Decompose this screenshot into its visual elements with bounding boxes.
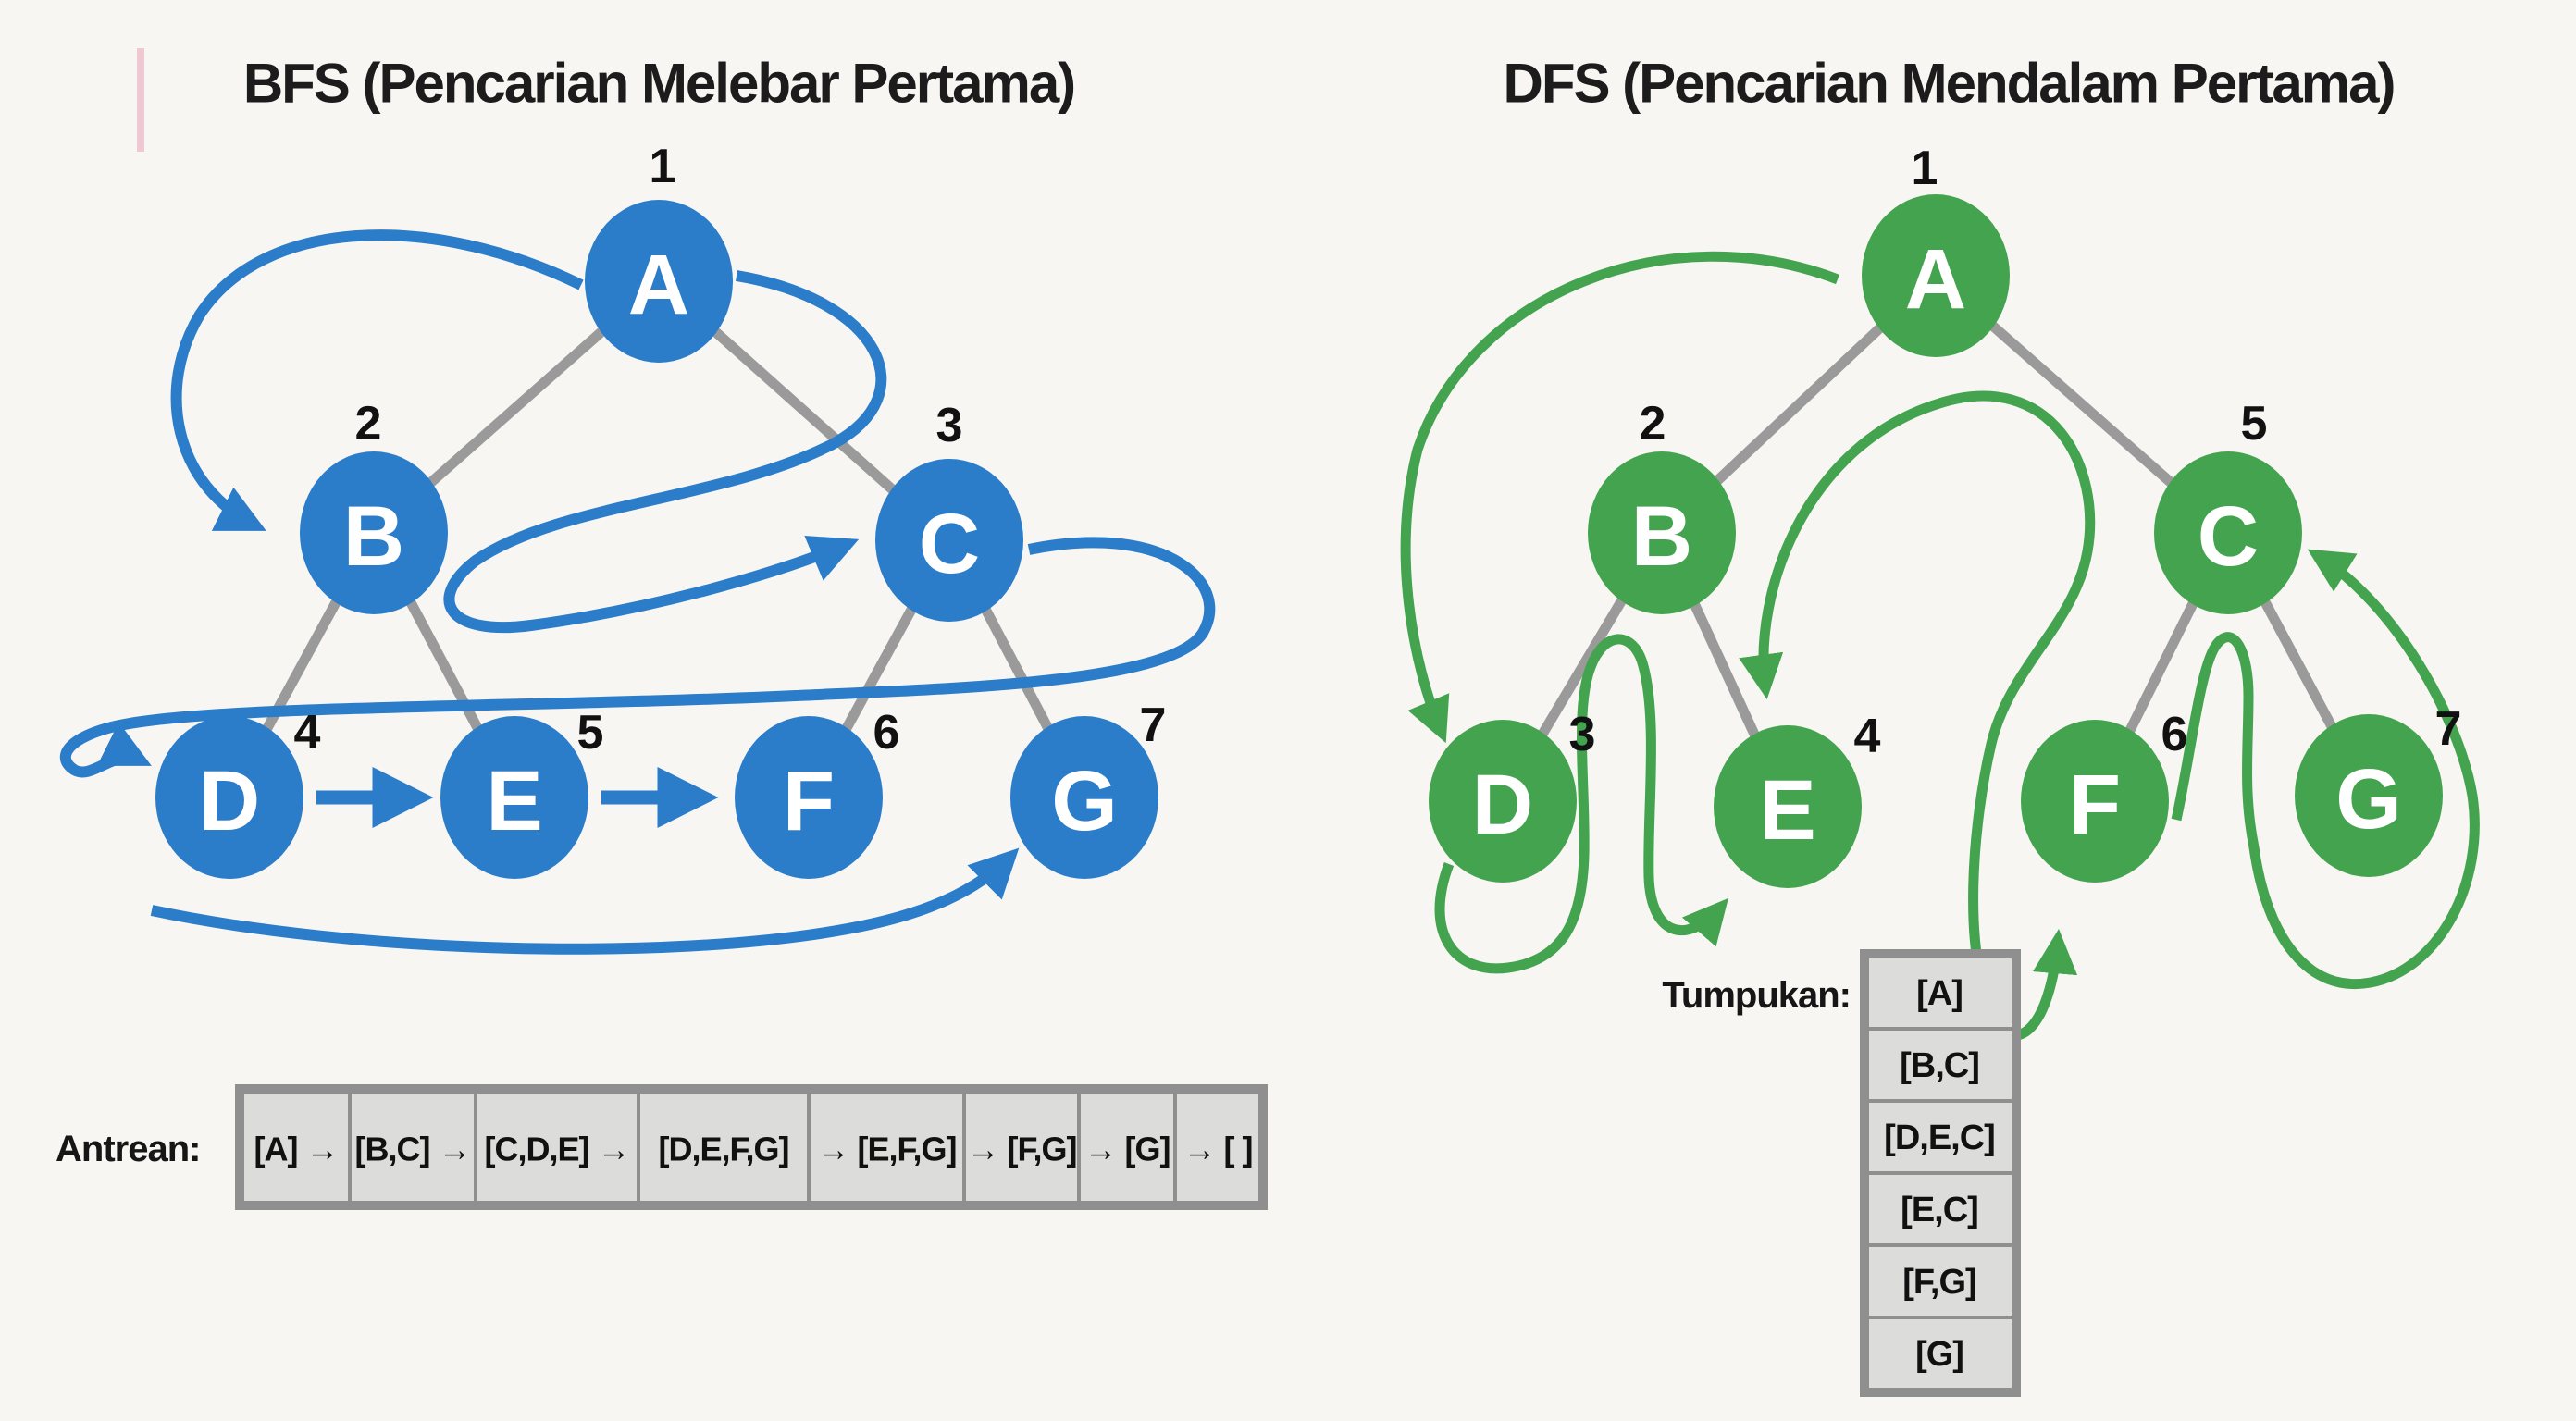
queue-cell-text: → [F,G] bbox=[967, 1131, 1077, 1168]
bfs-node-b-order: 2 bbox=[355, 397, 382, 451]
bfs-node-d-label: D bbox=[199, 754, 260, 848]
bfs-node-a-order: 1 bbox=[650, 140, 676, 193]
stack-cell-text: [F,G] bbox=[1902, 1263, 1975, 1302]
bfs-node-f-order: 6 bbox=[873, 706, 900, 760]
queue-frame bbox=[235, 1084, 1268, 1210]
bfs-node-a: A 1 bbox=[585, 140, 733, 363]
dfs-stack: Tumpukan: [A] [B,C] [D,E,C] [E,C] [F,G] … bbox=[1662, 949, 2021, 1397]
queue-cell-text: [A] → bbox=[254, 1131, 339, 1168]
stack-cell-text: [D,E,C] bbox=[1884, 1118, 1995, 1157]
stack-cell-text: [G] bbox=[1915, 1335, 1963, 1374]
dfs-tree: A 1 B 2 C 5 D 3 E 4 F 6 G bbox=[1400, 142, 2480, 1041]
bfs-node-e-circle bbox=[440, 716, 588, 879]
bfs-node-f: F 6 bbox=[735, 706, 899, 879]
queue-label: Antrean: bbox=[56, 1129, 200, 1169]
dfs-node-e-circle bbox=[1714, 725, 1862, 888]
scan-artifact bbox=[137, 48, 144, 152]
bfs-node-g-circle bbox=[1010, 716, 1158, 879]
queue-cell-text: → [ ] bbox=[1183, 1131, 1253, 1168]
bfs-node-a-label: A bbox=[628, 238, 689, 332]
bfs-node-d-circle bbox=[155, 716, 303, 879]
queue-cell bbox=[348, 1090, 477, 1205]
stack-cell-text: [E,C] bbox=[1901, 1191, 1978, 1229]
bfs-queue: Antrean: [A] → [B,C] → [C,D,E] → [D,E,F,… bbox=[56, 1084, 1268, 1210]
bfs-node-f-circle bbox=[735, 716, 883, 879]
dfs-node-d: D 3 bbox=[1429, 708, 1595, 883]
bfs-arrow-a-to-b bbox=[170, 229, 584, 531]
dfs-node-a-order: 1 bbox=[1912, 142, 1938, 195]
bfs-node-c-label: C bbox=[919, 497, 980, 591]
dfs-arrow-f-to-g-to-c bbox=[2171, 549, 2480, 989]
bfs-node-c: C 3 bbox=[875, 399, 1023, 622]
dfs-node-e-order: 4 bbox=[1854, 710, 1881, 763]
dfs-title: DFS (Pencarian Mendalam Pertama) bbox=[1503, 53, 2394, 115]
dfs-node-a-circle bbox=[1862, 194, 2010, 357]
bfs-node-f-label: F bbox=[783, 754, 835, 848]
dfs-node-c: C 5 bbox=[2154, 397, 2302, 614]
bfs-node-d-order: 4 bbox=[294, 706, 321, 760]
queue-cell bbox=[962, 1090, 1081, 1205]
queue-cell-text: [B,C] → bbox=[355, 1131, 471, 1168]
dfs-node-a: A 1 bbox=[1862, 142, 2010, 357]
bfs-arrow-a-to-c bbox=[443, 270, 887, 634]
bfs-arrow-c-to-d bbox=[59, 537, 1216, 778]
dfs-node-b-label: B bbox=[1631, 489, 1692, 584]
stack-cell bbox=[1865, 1027, 2015, 1103]
stack-cell-text: [A] bbox=[1916, 974, 1963, 1013]
queue-cell-text: → [E,F,G] bbox=[817, 1131, 957, 1168]
dfs-node-f-order: 6 bbox=[2161, 708, 2188, 761]
dfs-node-d-order: 3 bbox=[1569, 708, 1596, 761]
dfs-node-c-circle bbox=[2154, 451, 2302, 614]
stack-cell bbox=[1865, 1243, 2015, 1319]
bfs-node-g: G 7 bbox=[1010, 698, 1166, 879]
queue-cell-text: [D,E,F,G] bbox=[659, 1131, 789, 1168]
bfs-title: BFS (Pencarian Melebar Pertama) bbox=[243, 53, 1074, 115]
stack-cell-text: [B,C] bbox=[1900, 1046, 1979, 1085]
queue-cell-text: → [G] bbox=[1084, 1131, 1170, 1168]
dfs-node-g-circle bbox=[2295, 714, 2443, 877]
dfs-arrow-e-to-c-to-f bbox=[1739, 390, 2096, 1041]
dfs-arrow-a-to-d bbox=[1400, 251, 1839, 744]
bfs-arrow-f-to-g bbox=[150, 847, 1020, 955]
dfs-node-e-label: E bbox=[1759, 763, 1815, 858]
bfs-node-b: B 2 bbox=[300, 397, 448, 614]
bfs-node-g-order: 7 bbox=[1140, 698, 1167, 752]
dfs-node-e: E 4 bbox=[1714, 710, 1881, 888]
bfs-node-e-order: 5 bbox=[577, 706, 604, 760]
dfs-node-d-circle bbox=[1429, 720, 1577, 883]
dfs-node-f: F 6 bbox=[2021, 708, 2187, 883]
dfs-node-g-label: G bbox=[2335, 752, 2402, 846]
bfs-node-b-circle bbox=[300, 451, 448, 614]
dfs-node-c-label: C bbox=[2198, 489, 2259, 584]
bfs-node-a-circle bbox=[585, 200, 733, 363]
bfs-node-d: D 4 bbox=[155, 706, 321, 879]
queue-cell-text: [C,D,E] → bbox=[485, 1131, 630, 1168]
dfs-arrow-d-to-e bbox=[1434, 634, 1728, 974]
bfs-tree: A 1 B 2 C 3 D 4 E 5 F 6 G bbox=[59, 140, 1216, 955]
dfs-node-b: B 2 bbox=[1588, 397, 1736, 614]
dfs-node-b-order: 2 bbox=[1640, 397, 1666, 451]
bfs-node-g-label: G bbox=[1051, 754, 1118, 848]
bfs-node-b-label: B bbox=[343, 489, 404, 584]
dfs-node-a-label: A bbox=[1905, 232, 1966, 327]
dfs-node-f-circle bbox=[2021, 720, 2169, 883]
dfs-node-g: G 7 bbox=[2295, 702, 2461, 877]
dfs-node-g-order: 7 bbox=[2435, 702, 2462, 756]
queue-cell bbox=[1077, 1090, 1177, 1205]
bfs-node-c-order: 3 bbox=[936, 399, 963, 452]
dfs-node-c-order: 5 bbox=[2241, 397, 2268, 451]
dfs-node-f-label: F bbox=[2069, 758, 2121, 852]
dfs-node-d-label: D bbox=[1472, 758, 1533, 852]
stack-label: Tumpukan: bbox=[1662, 975, 1851, 1016]
bfs-node-e-label: E bbox=[486, 754, 542, 848]
dfs-node-b-circle bbox=[1588, 451, 1736, 614]
stack-frame bbox=[1860, 949, 2021, 1397]
bfs-node-e: E 5 bbox=[440, 706, 603, 879]
bfs-node-c-circle bbox=[875, 459, 1023, 622]
